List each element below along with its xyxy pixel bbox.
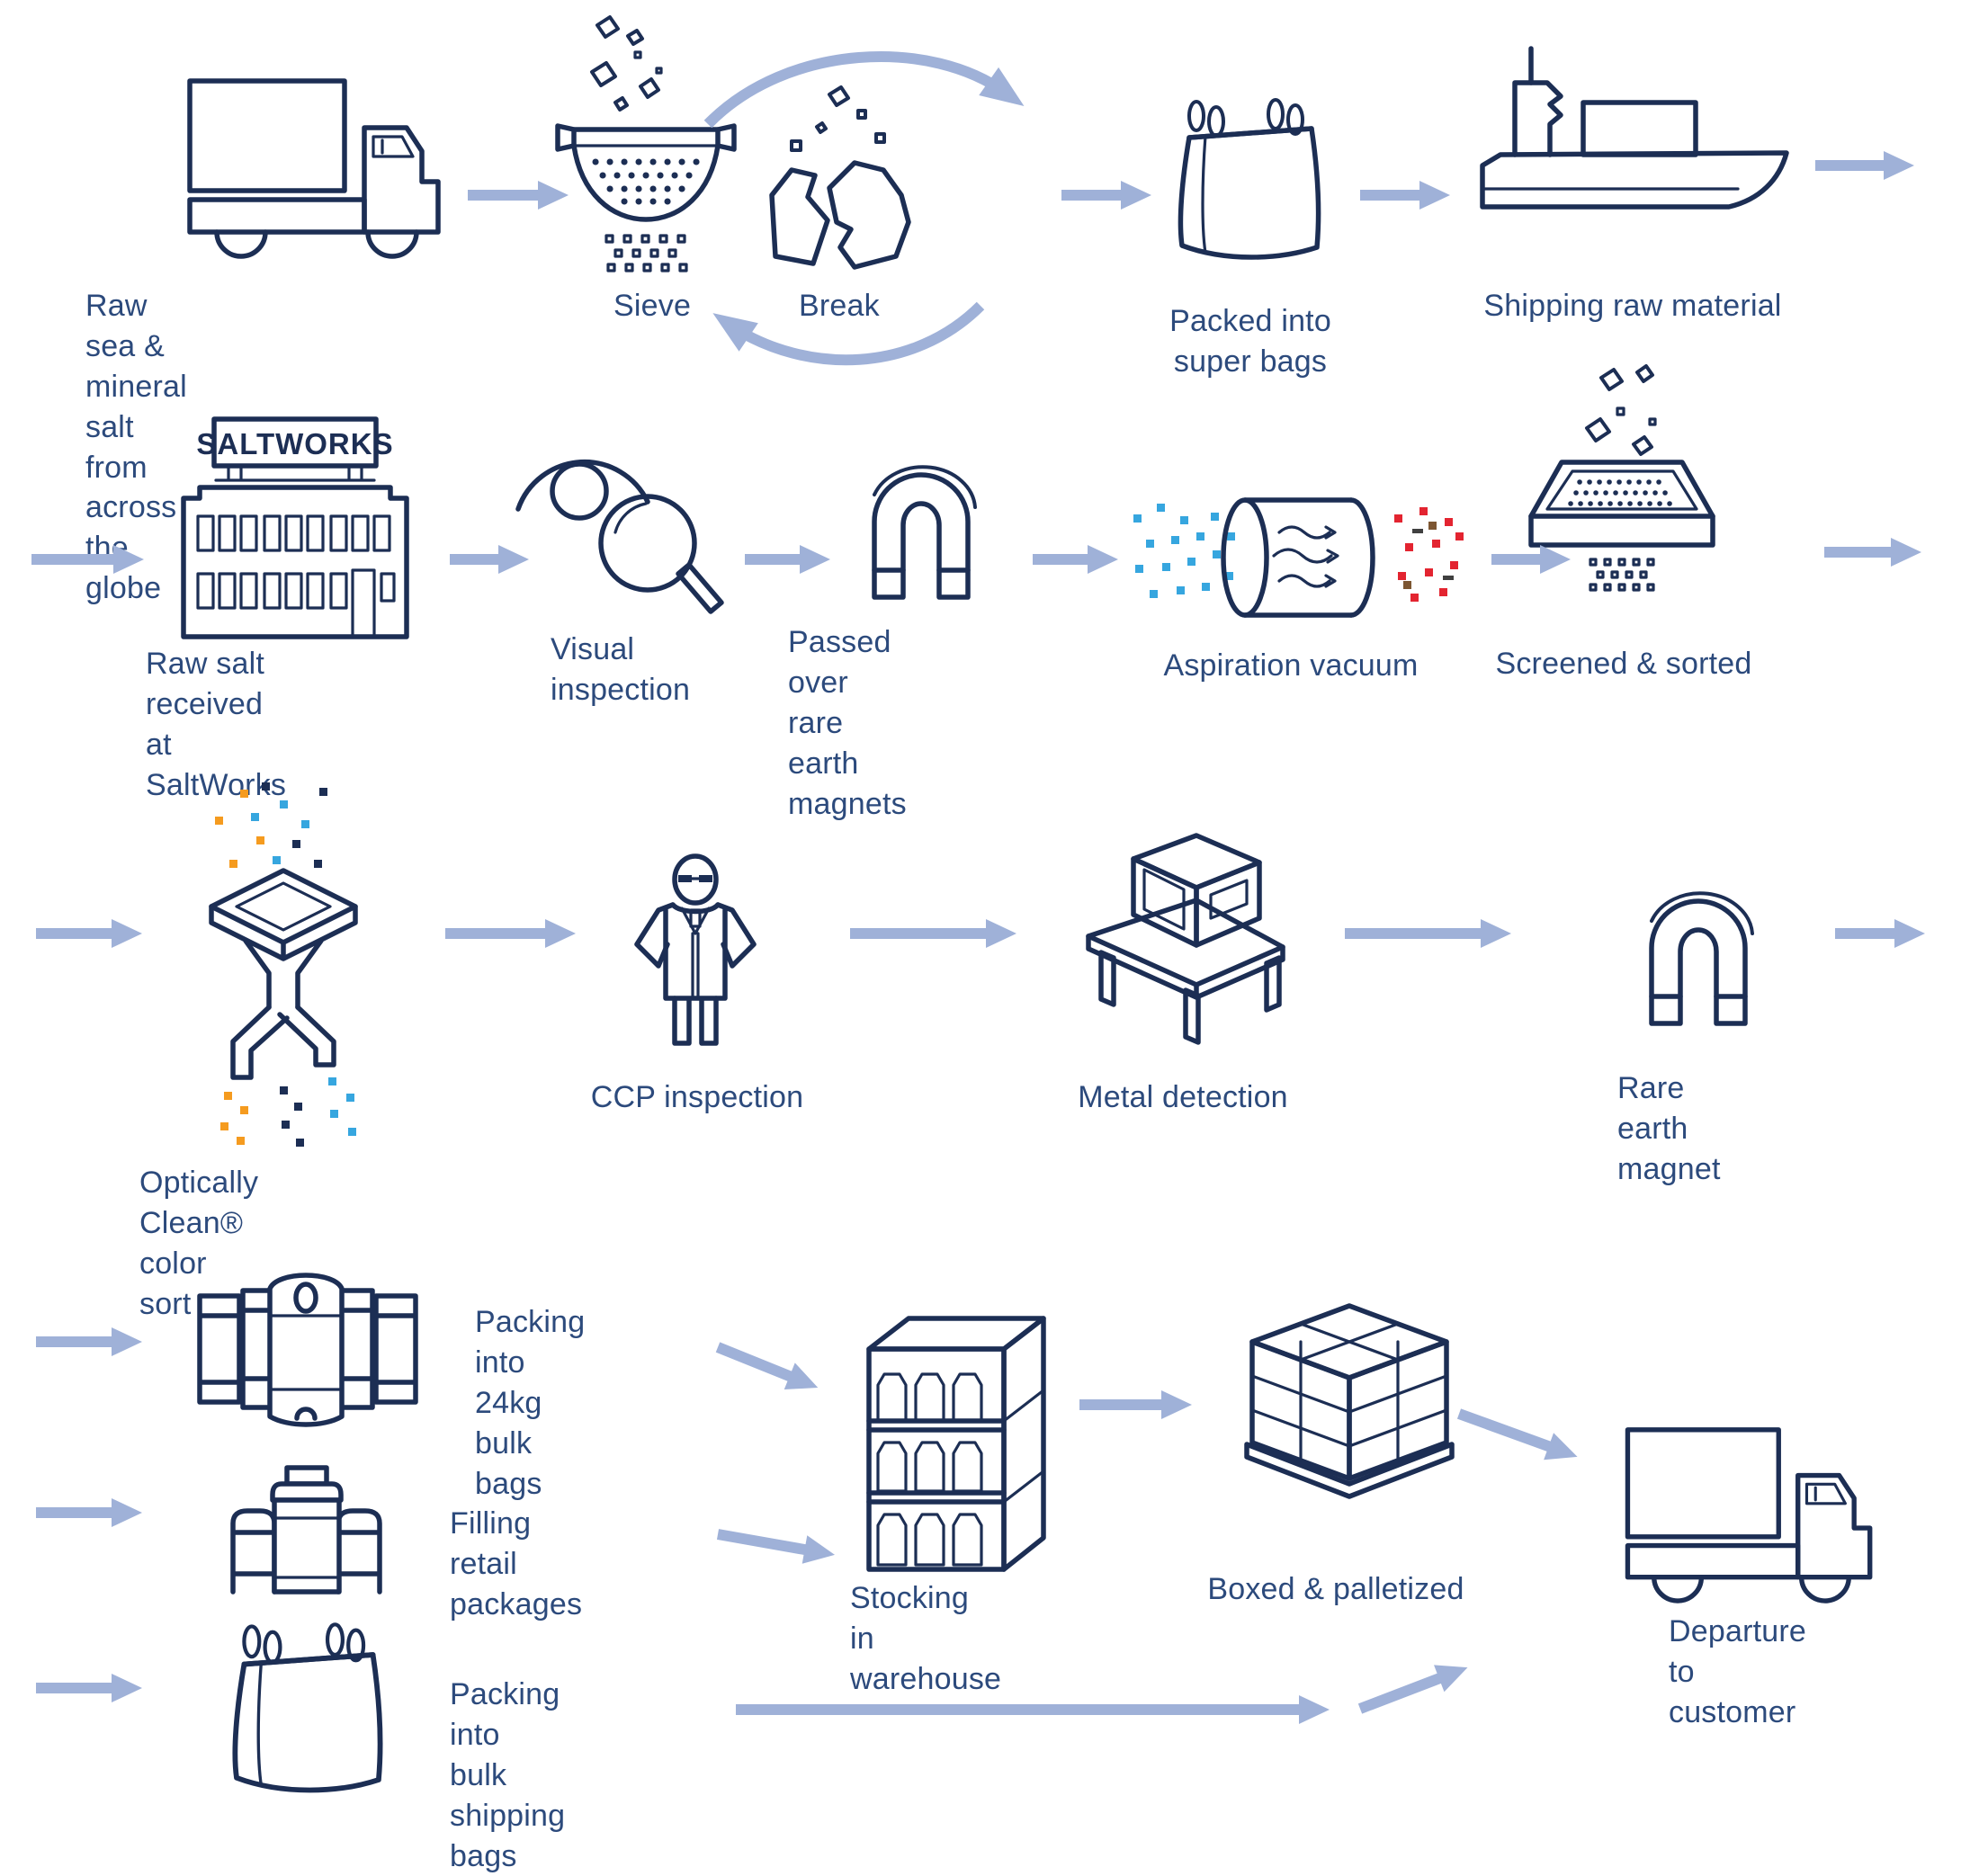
super-bag-icon [1178, 98, 1321, 260]
step-label: Departure to customer [1669, 1614, 1806, 1729]
flow-arrow [468, 181, 569, 210]
cargo-ship-icon [1480, 46, 1789, 210]
flow-arrow-shaft [36, 1683, 121, 1693]
flow-arrow-shaft [736, 1704, 1308, 1715]
flow-arrow [36, 1498, 142, 1527]
flow-arrow [1345, 919, 1511, 948]
flow-arrow-shaft [1357, 1670, 1450, 1714]
flow-arrow-shaft [31, 554, 122, 565]
flow-arrow-shaft [450, 554, 507, 565]
curved-arrow-sieve-to-break [703, 51, 1025, 129]
step-label: Aspiration vacuum [1163, 648, 1419, 683]
step-label: Packing into bulk shipping bags [450, 1677, 566, 1873]
visual-inspection-icon [515, 459, 724, 614]
flow-arrow-shaft [1491, 554, 1549, 565]
step-label: Stocking in warehouse [850, 1581, 1002, 1696]
aspiration-vacuum-icon [1133, 497, 1464, 618]
flow-arrow-shaft [1360, 190, 1428, 201]
flow-arrow-shaft [1079, 1399, 1170, 1410]
flow-arrow-shaft [36, 1507, 121, 1518]
flow-arrow [36, 1327, 142, 1356]
saltworks-sign: SALTWORKS [196, 427, 393, 460]
flow-arrow [850, 919, 1016, 948]
flow-arrow [1357, 1663, 1470, 1714]
bulk-shipping-bag-icon [232, 1622, 383, 1793]
flow-arrow [445, 919, 576, 948]
step-label: Filling retail packages [450, 1506, 583, 1621]
flow-arrow [450, 545, 529, 574]
flow-arrow-shaft [850, 928, 995, 939]
flow-arrow [1079, 1390, 1192, 1419]
flow-arrow-shaft [36, 1336, 121, 1347]
flow-arrow [1835, 919, 1925, 948]
flow-arrow [745, 545, 830, 574]
step-label: Boxed & palletized [1207, 1572, 1464, 1606]
flow-arrow-shaft [716, 1529, 815, 1557]
flow-arrow [736, 1695, 1330, 1724]
step-label: Screened & sorted [1495, 647, 1752, 681]
flow-arrow-shaft [715, 1342, 801, 1385]
step-label: Packing into 24kg bulk bags [475, 1305, 586, 1501]
flow-arrow [36, 1674, 142, 1702]
delivery-truck-icon [1625, 1427, 1873, 1604]
metal-detector-icon [1086, 833, 1285, 1045]
flow-arrow-shaft [745, 554, 809, 565]
optical-sorter-icon [209, 782, 358, 1147]
step-label: Optically Clean® color sort [139, 1166, 259, 1321]
flow-arrow [36, 919, 142, 948]
flow-arrow [1456, 1408, 1580, 1461]
flow-arrow [1815, 151, 1914, 180]
step-label: Rare earth magnet [1617, 1071, 1721, 1186]
curved-arrow-break-to-sieve [712, 301, 985, 366]
factory-building-icon: SALTWORKS [181, 416, 409, 639]
flow-arrow [1033, 545, 1118, 574]
flow-arrow [1824, 538, 1921, 567]
pallet-boxes-icon [1244, 1303, 1455, 1499]
flow-arrow-shaft [36, 928, 121, 939]
inspector-person-icon [634, 853, 757, 1046]
horseshoe-magnet-icon [1649, 891, 1754, 1026]
flow-arrow-shaft [1815, 160, 1893, 171]
process-flow-diagram: Raw sea & mineral salt from across the g… [0, 0, 1979, 1824]
flow-arrow-shaft [1835, 928, 1903, 939]
bulk-bags-icon [197, 1273, 418, 1427]
truck-icon [187, 78, 441, 259]
retail-jars-icon [230, 1465, 382, 1595]
step-label: Metal detection [1078, 1080, 1288, 1114]
flow-arrow-shaft [1033, 554, 1097, 565]
flow-arrow-shaft [1345, 928, 1490, 939]
horseshoe-magnet-icon [872, 465, 977, 600]
flow-arrow [31, 545, 144, 574]
step-label: Visual inspection [551, 632, 691, 707]
step-label: Sieve [613, 289, 692, 323]
flow-arrow [716, 1529, 836, 1560]
step-label: Raw sea & mineral salt from across the g… [85, 289, 187, 606]
flow-arrow [715, 1342, 820, 1392]
flow-arrow-shaft [1824, 547, 1900, 558]
sieve-icon [555, 15, 737, 272]
step-label: Break [799, 289, 880, 323]
warehouse-shelf-icon [866, 1316, 1046, 1572]
step-label: CCP inspection [590, 1080, 804, 1114]
flow-arrow-shaft [1061, 190, 1130, 201]
flow-arrow-shaft [445, 928, 554, 939]
flow-arrow [1491, 545, 1571, 574]
step-label: Shipping raw material [1483, 289, 1782, 323]
flow-arrow-shaft [468, 190, 547, 201]
flow-arrow [1360, 181, 1450, 210]
flow-arrow-shaft [1456, 1408, 1560, 1455]
step-label: Passed over rare earth magnets [788, 625, 907, 821]
break-rock-icon [769, 85, 911, 270]
flow-arrow [1061, 181, 1151, 210]
step-label: Packed into super bags [1169, 304, 1331, 379]
screen-tray-icon [1528, 364, 1715, 592]
